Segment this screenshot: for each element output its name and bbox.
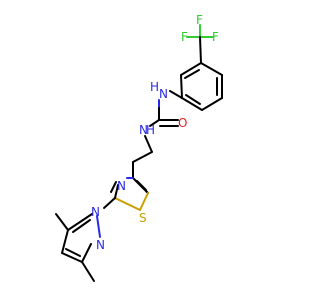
bond-th-4 xyxy=(114,184,119,199)
structure-svg: F F F H N O N H N S N N xyxy=(55,13,223,282)
bond-th-3 xyxy=(114,197,141,211)
bond-pyr-2 xyxy=(81,243,92,263)
bond-cf3-ring xyxy=(199,36,202,64)
bond-ph-6-inner xyxy=(184,69,200,79)
atom-nh-bot-h: H xyxy=(146,123,155,137)
bond-ch2-ch2 xyxy=(132,151,153,163)
bond-ph-4-inner xyxy=(185,94,201,105)
bond-pyr-5-inner xyxy=(72,219,91,233)
atom-n-bot: N xyxy=(139,123,148,137)
atom-f3: F xyxy=(196,13,203,27)
atom-f2: F xyxy=(212,30,219,44)
bond-ph-5 xyxy=(180,74,183,99)
atom-labels: F F F H N O N H N S N N xyxy=(91,13,219,252)
bond-th-1-inner xyxy=(136,180,147,191)
atom-thiazole-s: S xyxy=(139,211,147,225)
bond-ph-1 xyxy=(200,62,223,76)
atom-nh-top-h: H xyxy=(150,80,159,94)
molecule-drawing: F F F H N O N H N S N N xyxy=(55,13,223,282)
bond-ph-4 xyxy=(181,97,203,111)
bond-n-ch2 xyxy=(144,135,153,153)
bond-methyl-top xyxy=(55,213,69,231)
atom-oxygen: O xyxy=(178,116,187,130)
bond-th-pyr xyxy=(103,197,116,209)
bonds xyxy=(55,24,223,282)
bond-pyr-5 xyxy=(67,213,93,231)
bond-th-4-inner xyxy=(110,181,117,193)
atom-f1: F xyxy=(181,30,188,44)
bond-pyr-3 xyxy=(61,252,83,263)
bond-pyr-3-inner xyxy=(65,248,81,257)
atom-pyrazole-n1: N xyxy=(91,205,100,219)
atom-pyrazole-n2: N xyxy=(96,238,105,252)
bond-ph-6 xyxy=(180,62,202,76)
bond-methyl-bot xyxy=(81,261,95,282)
bond-th-2 xyxy=(139,192,149,211)
atom-n-top: N xyxy=(159,87,168,101)
bond-c-n-bot xyxy=(149,119,160,127)
bond-ring-nh xyxy=(169,90,183,99)
bond-ph-3 xyxy=(201,97,223,111)
atom-thiazole-n: N xyxy=(117,179,126,193)
bond-pyr-4 xyxy=(61,229,69,254)
bond-pyr-1 xyxy=(96,215,101,238)
